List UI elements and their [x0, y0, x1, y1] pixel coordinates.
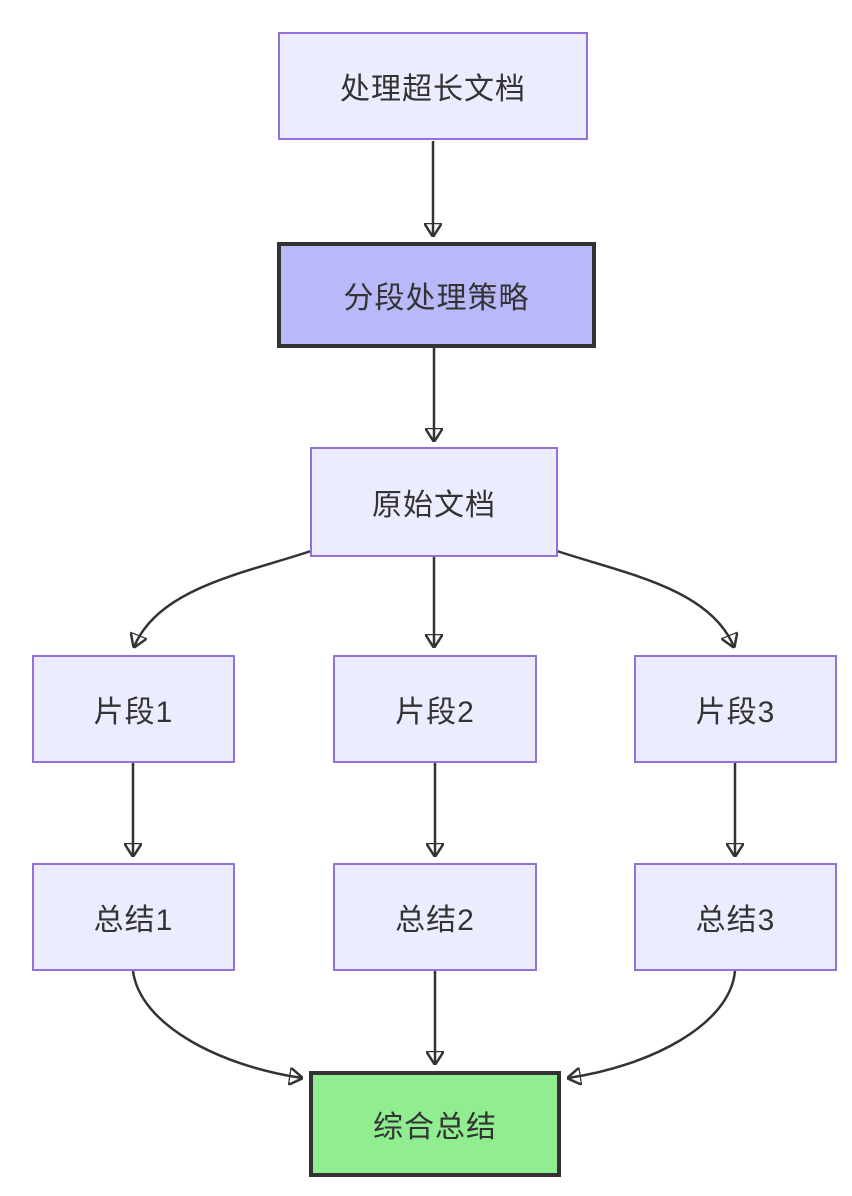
node-strategy: 分段处理策略: [277, 242, 596, 348]
node-source-document: 原始文档: [310, 447, 558, 557]
edge-source-to-fragment3: [556, 549, 734, 647]
node-summary-3-label: 总结3: [695, 904, 776, 937]
node-final-summary: 综合总结: [309, 1071, 561, 1177]
edge-summary1-to-final: [131, 970, 302, 1078]
node-summary-2-label: 总结2: [395, 904, 475, 937]
node-fragment-1-label: 片段1: [93, 696, 174, 729]
edge-source-to-fragment1: [134, 549, 312, 647]
node-summary-1-label: 总结1: [93, 904, 174, 937]
node-fragment-2-label: 片段2: [395, 696, 475, 729]
node-fragment-2: 片段2: [333, 655, 537, 763]
node-summary-3: 总结3: [634, 863, 837, 971]
node-fragment-3-label: 片段3: [695, 696, 776, 729]
node-final-summary-label: 综合总结: [373, 1111, 497, 1144]
edge-summary3-to-final: [568, 970, 737, 1078]
node-fragment-1: 片段1: [32, 655, 235, 763]
node-fragment-3: 片段3: [634, 655, 837, 763]
node-summary-1: 总结1: [32, 863, 235, 971]
node-strategy-label: 分段处理策略: [343, 282, 530, 315]
node-task: 处理超长文档: [278, 32, 588, 140]
node-summary-2: 总结2: [333, 863, 537, 971]
node-task-label: 处理超长文档: [340, 73, 526, 106]
node-source-document-label: 原始文档: [372, 489, 496, 522]
